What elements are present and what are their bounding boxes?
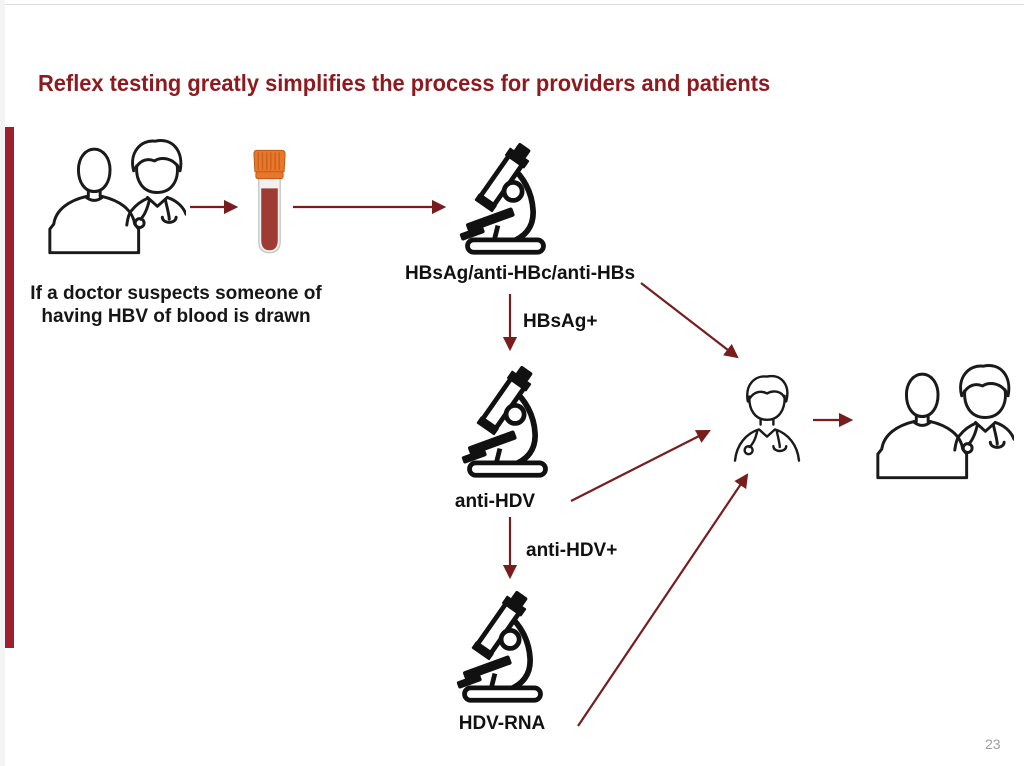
branch-label-hbsag-positive: HBsAg+ — [523, 311, 598, 332]
microscope-icon-test1 — [458, 139, 553, 259]
test-label-hbsag-panel: HBsAg/anti-HBc/anti-HBs — [404, 263, 636, 284]
microscope-icon-test2 — [460, 362, 555, 482]
patient-doctor-icon — [38, 131, 186, 255]
blood-tube-icon — [251, 146, 288, 258]
microscope-icon-test3 — [455, 587, 550, 707]
arrow-test1-to-doctor — [640, 282, 739, 359]
branch-label-anti-hdv-positive: anti-HDV+ — [526, 540, 618, 561]
left-accent-bar — [5, 127, 14, 648]
page-number: 23 — [985, 736, 1001, 752]
slide-top-border — [5, 4, 1024, 5]
test-label-hdv-rna: HDV-RNA — [458, 713, 546, 734]
patient-doctor-icon-outcome — [866, 356, 1014, 480]
arrow-test2-to-doctor — [570, 430, 711, 502]
slide-title: Reflex testing greatly simplifies the pr… — [38, 70, 771, 96]
intro-caption: If a doctor suspects someone of having H… — [30, 283, 322, 327]
viewer-left-margin — [0, 0, 5, 766]
test-label-anti-hdv: anti-HDV — [454, 491, 536, 512]
arrow-test3-to-doctor — [577, 473, 749, 727]
doctor-icon — [727, 371, 807, 471]
